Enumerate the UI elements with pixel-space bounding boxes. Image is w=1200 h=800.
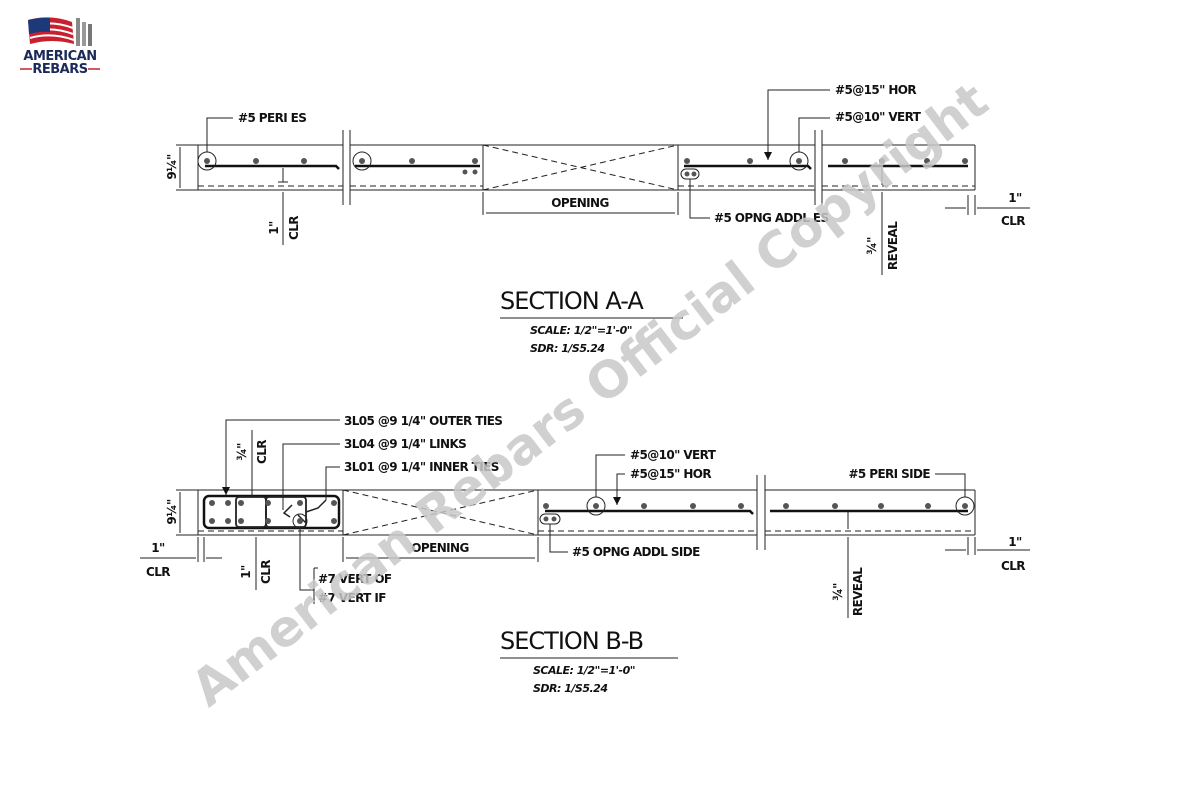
label-hor: #5@15" HOR bbox=[835, 83, 916, 97]
label-vert-of: #7 VERT OF bbox=[318, 572, 392, 586]
label-peri-side: #5 PERI SIDE bbox=[848, 467, 930, 481]
section-b-scale: SCALE: 1/2"=1'-0" bbox=[533, 664, 635, 677]
label-hor-b: #5@15" HOR bbox=[630, 467, 711, 481]
label-links: 3L04 @9 1/4" LINKS bbox=[344, 437, 466, 451]
copyright-watermark: American Rebars Official Copyright bbox=[181, 71, 999, 718]
clr-value: 1" bbox=[267, 221, 281, 235]
logo-text-rebars: REBARS bbox=[32, 62, 87, 77]
logo-text-american: AMERICAN bbox=[23, 49, 96, 64]
reveal-label: REVEAL bbox=[886, 221, 900, 270]
label-opng-addl-side: #5 OPNG ADDL SIDE bbox=[572, 545, 700, 559]
flag-icon bbox=[28, 17, 92, 46]
clr-mid-value-b: 1" bbox=[239, 565, 253, 579]
clr-top-value: ¾" bbox=[235, 443, 249, 461]
section-b-b: 3L05 @9 1/4" OUTER TIES 3L04 @9 1/4" LIN… bbox=[140, 414, 1030, 695]
label-opening-b: OPENING bbox=[411, 541, 468, 555]
clr-label: CLR bbox=[287, 216, 301, 240]
clr-left-value-b: 1" bbox=[151, 541, 165, 555]
section-b-title: SECTION B-B bbox=[500, 627, 643, 655]
clr-right-value: 1" bbox=[1008, 191, 1022, 205]
clr-mid-label-b: CLR bbox=[259, 560, 273, 584]
label-inner-ties: 3L01 @9 1/4" INNER TIES bbox=[344, 460, 499, 474]
clr-right-label-b: CLR bbox=[1001, 559, 1025, 573]
clr-top-label: CLR bbox=[255, 440, 269, 464]
wall-section-a bbox=[197, 130, 976, 205]
section-a-a: #5 PERI ES #5@15" HOR #5@10" VERT #5 OPN… bbox=[165, 83, 1030, 355]
american-rebars-logo: AMERICAN REBARS bbox=[20, 17, 100, 77]
label-vert-if: #7 VERT IF bbox=[318, 591, 386, 605]
label-vert-b: #5@10" VERT bbox=[630, 448, 717, 462]
wall-section-b bbox=[197, 475, 976, 550]
section-b-sdr: SDR: 1/S5.24 bbox=[533, 682, 608, 695]
reveal-label-b: REVEAL bbox=[851, 567, 865, 616]
clr-right-value-b: 1" bbox=[1008, 535, 1022, 549]
reveal-value-b: ¾" bbox=[831, 583, 845, 601]
section-a-scale: SCALE: 1/2"=1'-0" bbox=[530, 324, 632, 337]
label-vert: #5@10" VERT bbox=[835, 110, 922, 124]
label-opening: OPENING bbox=[551, 196, 608, 210]
label-peri-es: #5 PERI ES bbox=[238, 111, 306, 125]
section-a-title: SECTION A-A bbox=[500, 287, 644, 315]
label-outer-ties: 3L05 @9 1/4" OUTER TIES bbox=[344, 414, 502, 428]
dim-thickness-b: 9¼" bbox=[165, 499, 179, 525]
dim-thickness: 9¼" bbox=[165, 154, 179, 180]
clr-left-label-b: CLR bbox=[146, 565, 170, 579]
reveal-value: ¾" bbox=[865, 237, 879, 255]
label-opng-addl-es: #5 OPNG ADDL ES bbox=[714, 211, 829, 225]
section-a-sdr: SDR: 1/S5.24 bbox=[530, 342, 605, 355]
clr-right-label: CLR bbox=[1001, 214, 1025, 228]
